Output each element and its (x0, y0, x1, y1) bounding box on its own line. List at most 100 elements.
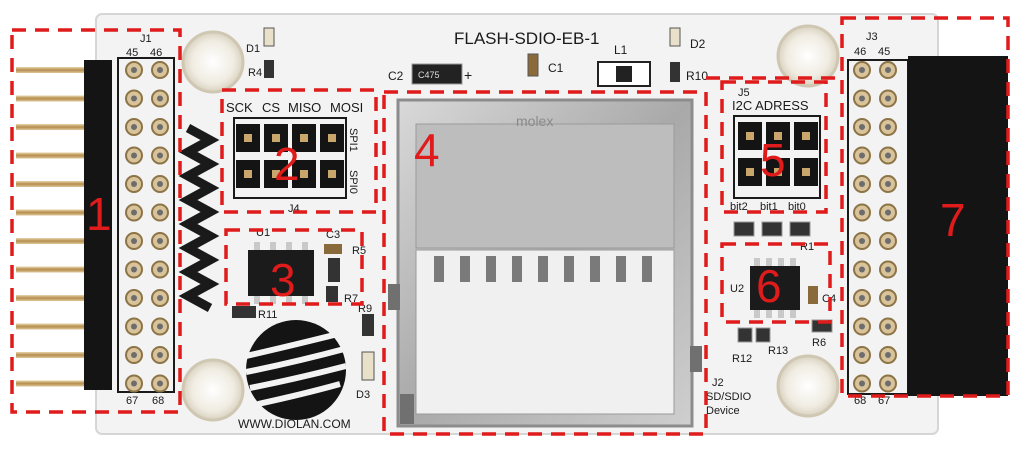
r13-resistor (755, 327, 771, 343)
annotation-box-3 (224, 228, 364, 306)
r4-label: R4 (248, 67, 262, 79)
bit1-resistor (761, 221, 783, 237)
top-components: C475 (263, 27, 681, 87)
u2-chip (750, 266, 800, 310)
u1-legs (254, 242, 308, 304)
c2-plus: + (464, 67, 472, 83)
j3-pad-hole (859, 323, 865, 330)
u1-leg (254, 242, 260, 250)
sd-contact (512, 256, 522, 282)
u1-leg (302, 296, 308, 304)
j3-pad-hole (885, 295, 891, 301)
j3-pad-hole (859, 124, 865, 130)
u1-leg (270, 296, 276, 304)
u2-leg (754, 310, 760, 318)
website-label: WWW.DIOLAN.COM (238, 417, 351, 431)
j3-pad-hole (885, 238, 891, 244)
j4-jumper-tip (300, 134, 308, 142)
r12-resistor (737, 327, 753, 343)
d3-label: D3 (356, 389, 370, 401)
j1-pin (16, 67, 88, 73)
spi-miso-label: MISO (288, 100, 321, 115)
j3-pad-hole (859, 238, 865, 244)
j1-pad-hole (157, 238, 163, 244)
annotation-box-1 (10, 28, 182, 414)
j3-pad-hole (859, 181, 865, 187)
sd-contact (564, 256, 574, 282)
r10-resistor (670, 62, 680, 82)
spi1-label: SPI1 (347, 128, 359, 152)
j5-label: J5 (738, 87, 750, 99)
j3-pad-hole (885, 95, 891, 102)
j1-pad-hole (157, 380, 163, 387)
callout-3: 3 (270, 254, 296, 306)
j1-pad-hole (131, 295, 137, 301)
j1-pin (16, 209, 88, 216)
board-title: FLASH-SDIO-EB-1 (454, 29, 599, 48)
l1-label: L1 (614, 43, 628, 57)
sd-contact (590, 256, 600, 282)
i2c-label: I2C ADRESS (732, 98, 809, 113)
j1-pin-68: 68 (152, 395, 164, 407)
j3-pin-45: 45 (878, 46, 890, 58)
j3-pad-hole (859, 380, 865, 387)
j1-pad-hole (131, 152, 137, 159)
j5-jumper-tip (802, 132, 810, 140)
j1-pad-hole (131, 323, 137, 330)
r4-resistor (264, 60, 274, 78)
j5-jumper-tip (774, 132, 782, 140)
spi-cs-label: CS (262, 100, 280, 115)
j1-pad-hole (131, 181, 137, 187)
j3-pin-46: 46 (854, 46, 866, 58)
sd-side-tab-left (388, 284, 400, 310)
bit0-label: bit0 (788, 201, 806, 213)
l1-core (616, 66, 632, 82)
j3-label: J3 (866, 31, 878, 43)
mounting-hole-br (776, 354, 840, 418)
j1-pin (16, 181, 88, 187)
j1-pads (125, 61, 169, 393)
u2-leg (766, 258, 772, 266)
u1-leg (254, 296, 260, 304)
diolan-logo-stripe-1 (245, 329, 347, 359)
j1-label: J1 (140, 33, 152, 45)
j1-pin (16, 152, 88, 159)
d1-led (263, 27, 275, 47)
mounting-hole-tl (181, 30, 245, 94)
j4-jumper-tip (328, 170, 336, 178)
r11-resistor (232, 306, 256, 318)
diolan-logo-stripe-4 (257, 381, 341, 407)
j4-jumper-tip (244, 134, 252, 142)
j3-pin-68: 68 (854, 395, 866, 407)
j3-pad-hole (885, 380, 891, 387)
j1-pin (16, 380, 88, 387)
spi-mosi-label: MOSI (330, 100, 363, 115)
j1-header (16, 67, 88, 387)
j3-pad-hole (885, 352, 891, 358)
r7-label: R7 (344, 293, 358, 305)
sd-card-socket: molex (388, 98, 702, 428)
j1-pad-hole (131, 124, 137, 130)
spi-sck-label: SCK (226, 100, 253, 115)
j1-pin (16, 124, 88, 130)
j5-outline (733, 115, 821, 199)
r11-label: R11 (258, 309, 277, 321)
j3-pad-hole (859, 209, 865, 216)
j3-pad-hole (859, 67, 865, 73)
sd-contact (538, 256, 548, 282)
j1-pad-hole (157, 67, 163, 73)
c3-label: C3 (326, 229, 340, 241)
j3-pad-hole (885, 181, 891, 187)
j1-pin-46: 46 (150, 47, 162, 59)
c2-capacitor (411, 63, 463, 85)
annotation-box-2 (220, 88, 378, 214)
annotation-box-7 (840, 16, 1010, 398)
callout-4: 4 (414, 124, 440, 176)
sd-contacts (434, 256, 652, 282)
diolan-logo-stripe-3 (249, 363, 347, 391)
u2-leg (778, 310, 784, 318)
bit2-resistor (733, 221, 755, 237)
j1-pad-hole (157, 323, 163, 330)
sd-contact (486, 256, 496, 282)
